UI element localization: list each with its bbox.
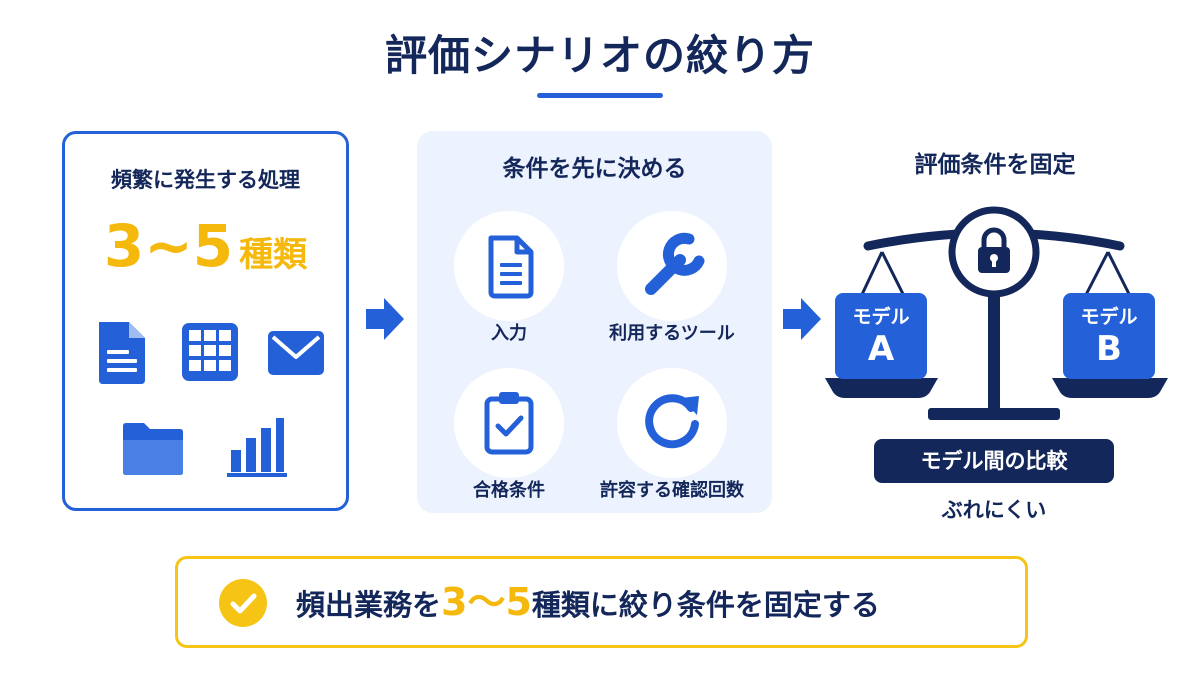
model-a-letter: A bbox=[867, 329, 895, 369]
mail-icon bbox=[268, 331, 324, 375]
model-b-letter: B bbox=[1096, 329, 1122, 369]
arrow-right-icon bbox=[366, 298, 404, 340]
summary-text: 頻出業務を3～5種類に絞り条件を固定する bbox=[296, 559, 880, 645]
page-title: 評価シナリオの絞り方 bbox=[384, 31, 815, 80]
model-a-label: モデル bbox=[852, 306, 910, 328]
stable-label: ぶれにくい bbox=[941, 498, 1047, 522]
document-icon bbox=[488, 235, 534, 299]
clipboard-check-icon bbox=[484, 392, 534, 455]
frequent-processes-heading: 頻繁に発生する処理 bbox=[111, 168, 300, 192]
summary-highlight: 3～5 bbox=[441, 580, 532, 624]
lock-icon bbox=[978, 227, 1010, 273]
conditions-panel: 条件を先に決める 入力 利用するツール 合格条件 許容する確認回数 bbox=[417, 131, 772, 513]
pass-criteria-circle bbox=[454, 368, 564, 478]
retry-count-circle bbox=[617, 368, 727, 478]
model-a-box: モデル A bbox=[835, 293, 927, 379]
model-b-label: モデル bbox=[1080, 306, 1138, 328]
folder-icon bbox=[123, 423, 183, 475]
process-count-number: 3~5 bbox=[103, 212, 234, 280]
summary-suffix: 種類に絞り条件を固定する bbox=[531, 588, 880, 622]
tools-label: 利用するツール bbox=[609, 323, 735, 344]
pass-criteria-label: 合格条件 bbox=[473, 480, 545, 501]
input-circle bbox=[454, 211, 564, 321]
model-comparison-badge: モデル間の比較 bbox=[874, 439, 1114, 483]
check-icon bbox=[230, 593, 257, 614]
bar-chart-icon bbox=[227, 418, 287, 477]
table-icon bbox=[182, 323, 238, 381]
summary-banner: 頻出業務を3～5種類に絞り条件を固定する bbox=[175, 556, 1028, 648]
balance-scale-illustration bbox=[825, 206, 1168, 420]
document-icon bbox=[99, 322, 145, 384]
tools-circle bbox=[617, 211, 727, 321]
refresh-icon bbox=[645, 394, 699, 449]
fixed-conditions-heading: 評価条件を固定 bbox=[914, 152, 1076, 178]
conditions-heading: 条件を先に決める bbox=[502, 156, 687, 182]
model-b-box: モデル B bbox=[1063, 293, 1155, 379]
summary-prefix: 頻出業務を bbox=[296, 588, 442, 622]
arrow-right-icon bbox=[783, 298, 821, 340]
process-count-unit: 種類 bbox=[239, 235, 308, 275]
input-label: 入力 bbox=[491, 323, 527, 344]
check-circle bbox=[219, 579, 267, 627]
retry-count-label: 許容する確認回数 bbox=[600, 480, 744, 501]
wrench-icon bbox=[645, 232, 705, 295]
title-underline bbox=[537, 93, 663, 98]
